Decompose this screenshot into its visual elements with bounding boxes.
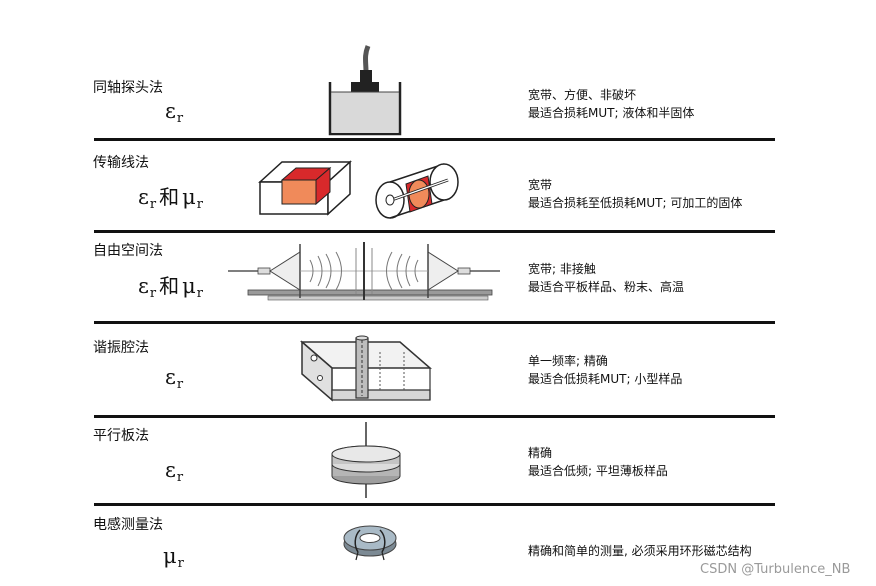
desc-line-2: 最适合低频; 平坦薄板样品 [528,464,668,478]
row-divider [94,230,775,233]
param-mu: μr [163,544,184,571]
method-desc: 宽带 最适合损耗至低损耗MUT; 可加工的固体 [528,176,742,212]
method-name: 平行板法 [93,428,149,444]
desc-line-1: 宽带 [528,178,553,192]
param-a-sub: r [149,197,157,212]
toroid-inductor-icon [343,525,397,561]
coaxial-probe-icon [328,45,402,136]
method-desc: 单一频率; 精确 最适合低损耗MUT; 小型样品 [528,352,682,388]
method-name: 同轴探头法 [93,80,163,96]
method-desc: 宽带、方便、非破坏 最适合损耗MUT; 液体和半固体 [528,86,694,122]
desc-line-2: 最适合损耗MUT; 液体和半固体 [528,106,695,120]
desc-line-1: 精确 [528,446,553,460]
param-a-sub: r [149,286,157,301]
desc-line-2: 最适合平板样品、粉末、高温 [528,280,685,294]
param-a: ε [165,365,176,389]
free-space-antenna-icon [228,242,500,301]
desc-line-1: 精确和简单的测量, 必须采用环形磁芯结构 [528,544,752,558]
method-desc: 精确和简单的测量, 必须采用环形磁芯结构 [528,542,752,560]
param-b: μ [163,544,177,568]
row-divider [94,321,775,324]
param-connector: 和 [159,185,180,209]
param-a-sub: r [176,470,184,485]
param-a: ε [165,458,176,482]
desc-line-1: 宽带; 非接触 [528,262,596,276]
param-b-sub: r [177,556,184,571]
param-a-sub: r [176,111,184,126]
param-connector: 和 [159,274,180,298]
desc-line-2: 最适合低损耗MUT; 小型样品 [528,372,683,386]
param-b: μ [182,185,196,209]
desc-line-2: 最适合损耗至低损耗MUT; 可加工的固体 [528,196,743,210]
method-name: 电感测量法 [93,517,163,533]
row-divider [94,138,775,141]
parallel-plate-icon [331,422,401,498]
desc-line-1: 宽带、方便、非破坏 [528,88,637,102]
param-epsilon: εr [165,458,184,485]
row-divider [94,415,775,418]
param-a: ε [165,99,176,123]
method-name: 谐振腔法 [93,340,149,356]
param-b: μ [182,274,196,298]
param-a: ε [138,185,149,209]
method-name: 传输线法 [93,155,149,171]
resonant-cavity-icon [299,335,433,402]
param-b-sub: r [196,197,203,212]
row-divider [94,503,775,506]
param-epsilon: εr [165,365,184,392]
param-a: ε [138,274,149,298]
param-b-sub: r [196,286,203,301]
param-a-sub: r [176,377,184,392]
param-epsilon: εr [165,99,184,126]
desc-line-1: 单一频率; 精确 [528,354,608,368]
watermark: CSDN @Turbulence_NB [700,562,851,577]
method-name: 自由空间法 [93,243,163,259]
transmission-line-icon [258,160,459,219]
method-desc: 宽带; 非接触 最适合平板样品、粉末、高温 [528,260,684,296]
method-desc: 精确 最适合低频; 平坦薄板样品 [528,444,668,480]
